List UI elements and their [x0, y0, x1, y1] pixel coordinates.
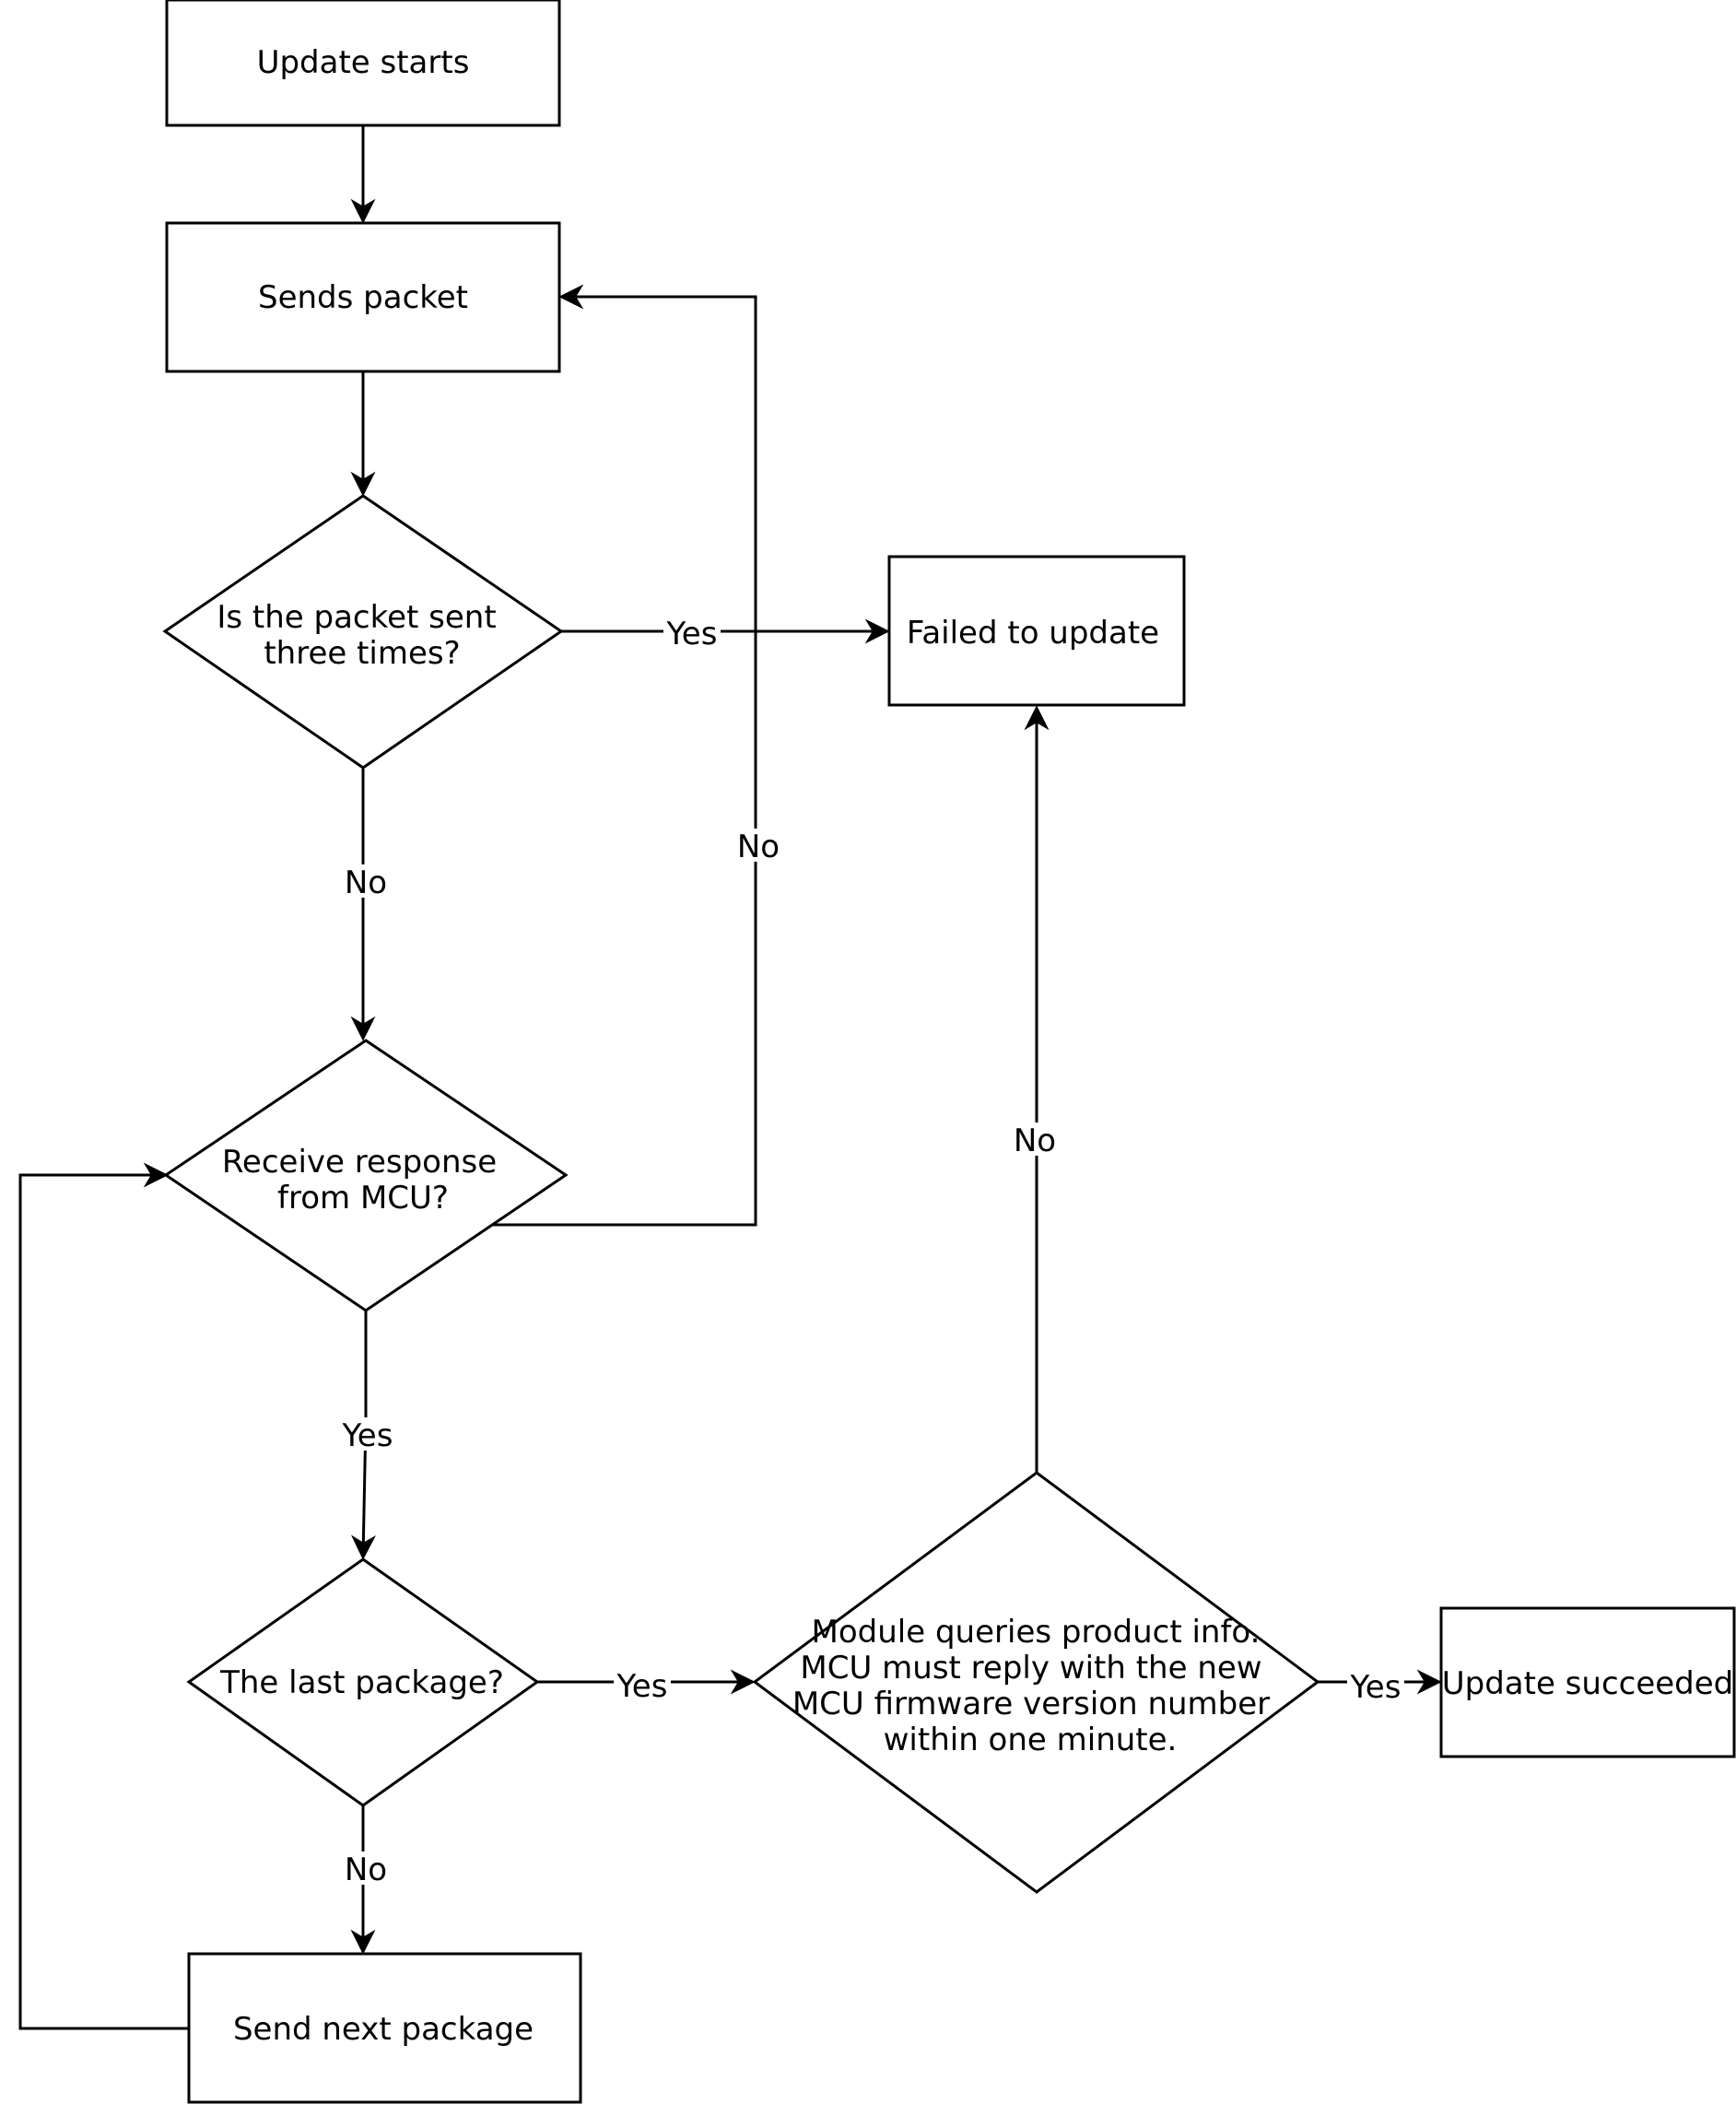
- node-sent-three-times-line-2: three times?: [264, 635, 460, 672]
- label-no: No: [345, 864, 387, 901]
- node-sent-three-times-line-1: Is the packet sent: [217, 599, 496, 636]
- node-last-package-text: The last package?: [219, 1664, 504, 1701]
- edge-label-query-yes: Yes: [1347, 1669, 1404, 1706]
- edge-label-response-no: No: [734, 829, 780, 865]
- label-yes: Yes: [1350, 1669, 1402, 1706]
- edge-label-response-yes: Yes: [339, 1417, 396, 1454]
- node-receive-response-line-2: from MCU?: [277, 1180, 449, 1217]
- node-update-succeeded: Update succeeded: [1439, 1606, 1736, 1758]
- node-query-line-4: within one minute.: [884, 1722, 1178, 1758]
- node-query-line-2: MCU must reply with the new: [800, 1650, 1261, 1687]
- node-sends-packet: Sends packet: [165, 221, 561, 373]
- node-last-package: The last package?: [186, 1557, 540, 1807]
- edge-label-check-no: No: [341, 864, 387, 901]
- edge-next-to-response: [18, 1162, 188, 2030]
- node-update-starts-text: Update starts: [257, 44, 470, 81]
- node-query-product-info: Module queries product info. MCU must re…: [752, 1471, 1320, 1894]
- edge-response-no-to-sends: [493, 284, 757, 1227]
- node-update-succeeded-text: Update succeeded: [1442, 1665, 1734, 1702]
- node-receive-response-line-1: Receive response: [222, 1144, 497, 1181]
- edge-label-last-no: No: [341, 1851, 387, 1888]
- edge-label-last-yes: Yes: [614, 1668, 671, 1705]
- node-sent-three-times: Is the packet sent three times?: [162, 494, 564, 770]
- node-failed-to-update: Failed to update: [887, 555, 1186, 707]
- label-no: No: [737, 829, 780, 865]
- node-sends-packet-text: Sends packet: [258, 279, 468, 316]
- node-query-line-1: Module queries product info.: [812, 1614, 1261, 1651]
- label-no: No: [345, 1851, 387, 1888]
- label-yes: Yes: [616, 1668, 668, 1705]
- label-yes: Yes: [666, 616, 718, 652]
- label-no: No: [1014, 1123, 1056, 1159]
- node-receive-response: Receive response from MCU?: [163, 1039, 569, 1312]
- node-failed-to-update-text: Failed to update: [907, 615, 1159, 652]
- node-send-next-package-text: Send next package: [233, 2011, 534, 2048]
- label-yes: Yes: [342, 1417, 393, 1454]
- node-query-line-3: MCU firmware version number: [792, 1686, 1270, 1722]
- edge-label-check-yes: Yes: [663, 616, 721, 652]
- node-send-next-package: Send next package: [187, 1952, 582, 2104]
- node-update-starts: Update starts: [165, 0, 561, 127]
- edge-label-query-no: No: [1011, 1123, 1061, 1159]
